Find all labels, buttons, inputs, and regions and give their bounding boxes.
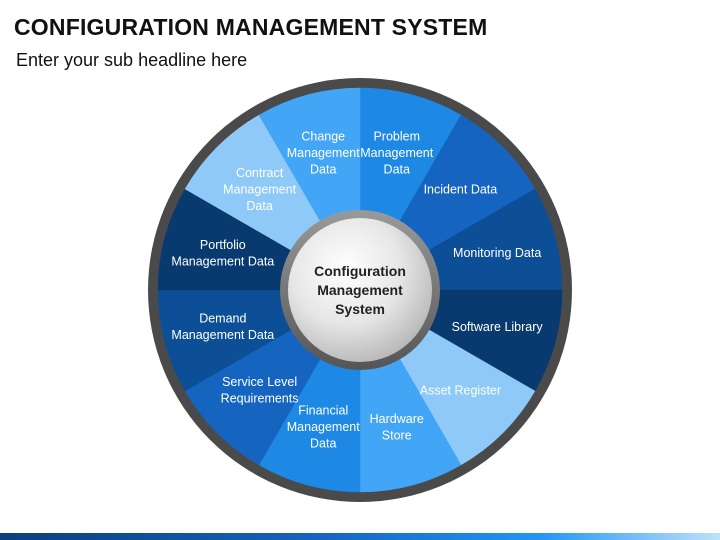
segment-label-4: Software Library (452, 320, 544, 334)
slide-title: CONFIGURATION MANAGEMENT SYSTEM (14, 14, 488, 40)
hub (288, 218, 432, 362)
slide-subtitle: Enter your sub headline here (16, 50, 248, 70)
segment-label-2: Incident Data (424, 183, 498, 197)
segment-label-5: Asset Register (420, 383, 501, 397)
bottom-accent-bar (0, 533, 720, 540)
segment-label-3: Monitoring Data (453, 246, 541, 260)
